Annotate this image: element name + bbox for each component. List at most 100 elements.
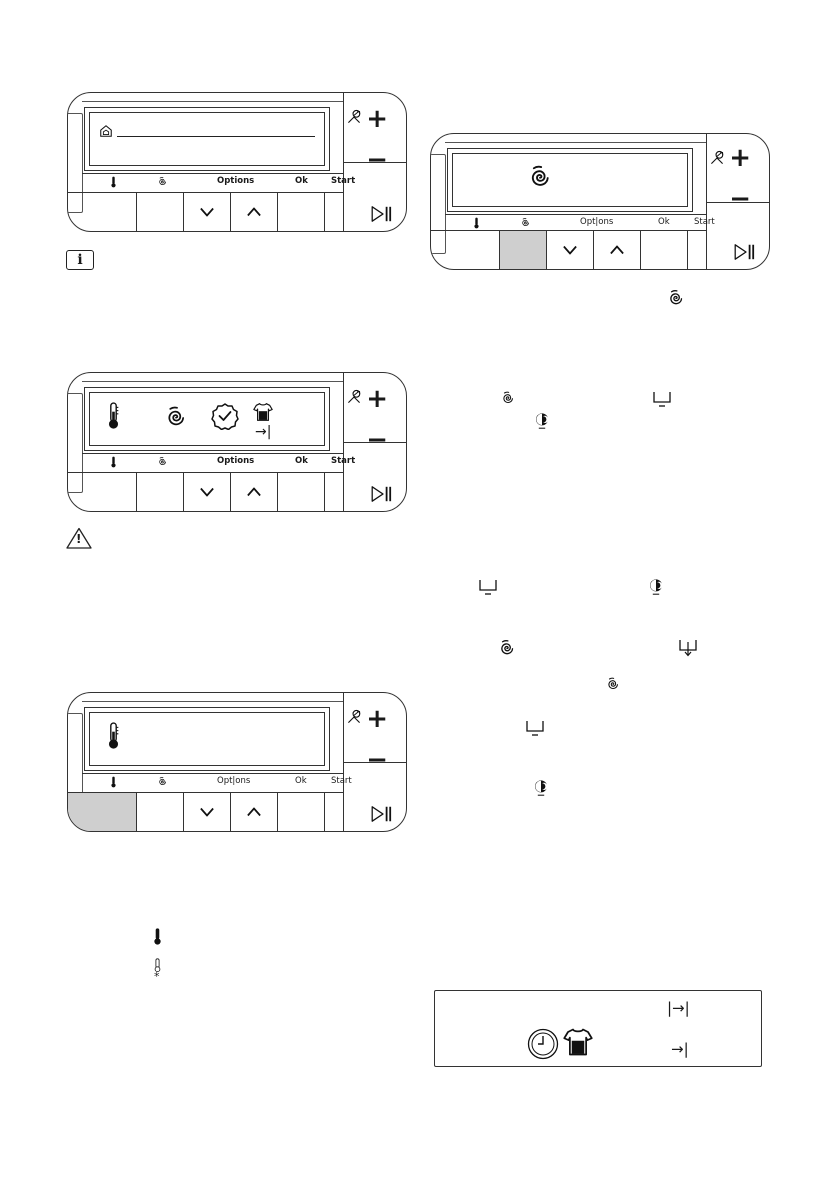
night-icon <box>533 779 549 797</box>
chevron-down-icon <box>200 488 214 497</box>
ok-button[interactable] <box>277 193 324 231</box>
options-label: Opt|ons <box>580 217 614 227</box>
ok-label: Ok <box>295 776 307 786</box>
minus-button[interactable]: − <box>366 745 388 775</box>
thermometer-icon <box>110 776 117 788</box>
chevron-up-icon <box>247 208 261 217</box>
ok-button[interactable] <box>277 473 324 511</box>
rinse-hold-icon <box>525 719 545 737</box>
start-button[interactable] <box>324 193 346 231</box>
lock-icon <box>346 389 362 405</box>
temperature-button[interactable] <box>431 231 499 269</box>
spin-icon <box>526 163 554 191</box>
rinse-hold-icon <box>478 578 498 596</box>
minus-button[interactable]: − <box>366 425 388 455</box>
minus-button[interactable]: − <box>729 184 751 214</box>
drain-icon <box>678 638 698 658</box>
start-button[interactable] <box>324 793 346 831</box>
thermometer-icon <box>107 402 120 430</box>
warning-mark: ! <box>76 532 82 546</box>
chevron-up-icon <box>247 488 261 497</box>
plus-button[interactable]: + <box>366 104 388 134</box>
end-time-start-arrow: |→| <box>667 999 690 1017</box>
night-icon <box>648 578 664 596</box>
cold-mark: * <box>154 970 160 983</box>
control-panel-3: Opt|ons Ok Start + − <box>67 692 407 832</box>
up-button[interactable] <box>230 193 277 231</box>
options-label: Options <box>217 456 255 466</box>
up-button[interactable] <box>230 473 277 511</box>
rinse-hold-icon <box>652 390 672 408</box>
down-button[interactable] <box>183 473 230 511</box>
ok-label: Ok <box>295 176 308 186</box>
lock-icon <box>709 150 725 166</box>
control-panel-4: Opt|ons Ok Start + − <box>430 133 770 270</box>
start-pause-icon[interactable] <box>370 205 396 223</box>
spin-icon <box>520 217 531 228</box>
lock-icon <box>346 709 362 725</box>
ok-button[interactable] <box>277 793 324 831</box>
temperature-button[interactable] <box>68 793 136 831</box>
thermometer-icon <box>153 927 162 946</box>
temperature-button[interactable] <box>68 193 136 231</box>
thermometer-icon <box>110 456 117 468</box>
plus-button[interactable]: + <box>729 143 751 173</box>
start-label: Start <box>331 176 356 186</box>
end-time-arrow: →| <box>671 1040 689 1058</box>
plus-button[interactable]: + <box>366 384 388 414</box>
spin-icon <box>500 390 516 406</box>
ok-label: Ok <box>295 456 308 466</box>
start-button[interactable] <box>687 231 709 269</box>
start-label: Start <box>331 456 356 466</box>
display-screen <box>84 707 330 771</box>
info-icon: i <box>66 250 94 270</box>
thermometer-icon <box>107 722 120 750</box>
chevron-down-icon <box>200 208 214 217</box>
up-button[interactable] <box>230 793 277 831</box>
progress-line <box>117 136 315 137</box>
ok-button[interactable] <box>640 231 687 269</box>
start-pause-icon[interactable] <box>370 485 396 503</box>
end-time-display: |→| →| <box>434 990 762 1067</box>
options-label: Opt|ons <box>217 776 251 786</box>
chevron-up-icon <box>610 246 624 255</box>
up-button[interactable] <box>593 231 640 269</box>
spin-icon <box>666 288 686 308</box>
spin-button[interactable] <box>136 193 183 231</box>
spin-icon <box>157 776 168 787</box>
spin-icon <box>163 404 189 430</box>
start-pause-icon[interactable] <box>370 805 396 823</box>
spin-button[interactable] <box>136 473 183 511</box>
down-button[interactable] <box>183 193 230 231</box>
thermometer-icon <box>473 217 480 229</box>
laundry-icon <box>563 1027 593 1057</box>
control-panel-1: Options Ok Start + − <box>67 92 407 232</box>
spin-icon <box>497 638 517 658</box>
down-button[interactable] <box>183 793 230 831</box>
minus-button[interactable]: − <box>366 145 388 175</box>
down-button[interactable] <box>546 231 593 269</box>
clock-icon <box>527 1028 559 1060</box>
lock-icon <box>346 109 362 125</box>
display-screen <box>447 148 693 212</box>
spin-icon <box>157 456 168 467</box>
spin-button[interactable] <box>499 231 546 269</box>
thermometer-icon <box>110 176 117 188</box>
spin-button[interactable] <box>136 793 183 831</box>
temperature-button[interactable] <box>68 473 136 511</box>
night-icon <box>534 412 550 430</box>
warning-icon: ! <box>66 527 92 549</box>
home-icon <box>99 124 113 138</box>
display-screen <box>84 107 330 171</box>
spin-icon <box>605 676 621 692</box>
plus-button[interactable]: + <box>366 704 388 734</box>
start-pause-icon[interactable] <box>733 243 759 261</box>
chevron-down-icon <box>200 808 214 817</box>
display-screen: →| <box>84 387 330 451</box>
start-label: Start <box>331 776 352 786</box>
start-button[interactable] <box>324 473 346 511</box>
options-label: Options <box>217 176 255 186</box>
spin-icon <box>157 176 168 187</box>
end-arrow: →| <box>255 424 272 440</box>
control-panel-2: →| Options Ok Start + − <box>67 372 407 512</box>
